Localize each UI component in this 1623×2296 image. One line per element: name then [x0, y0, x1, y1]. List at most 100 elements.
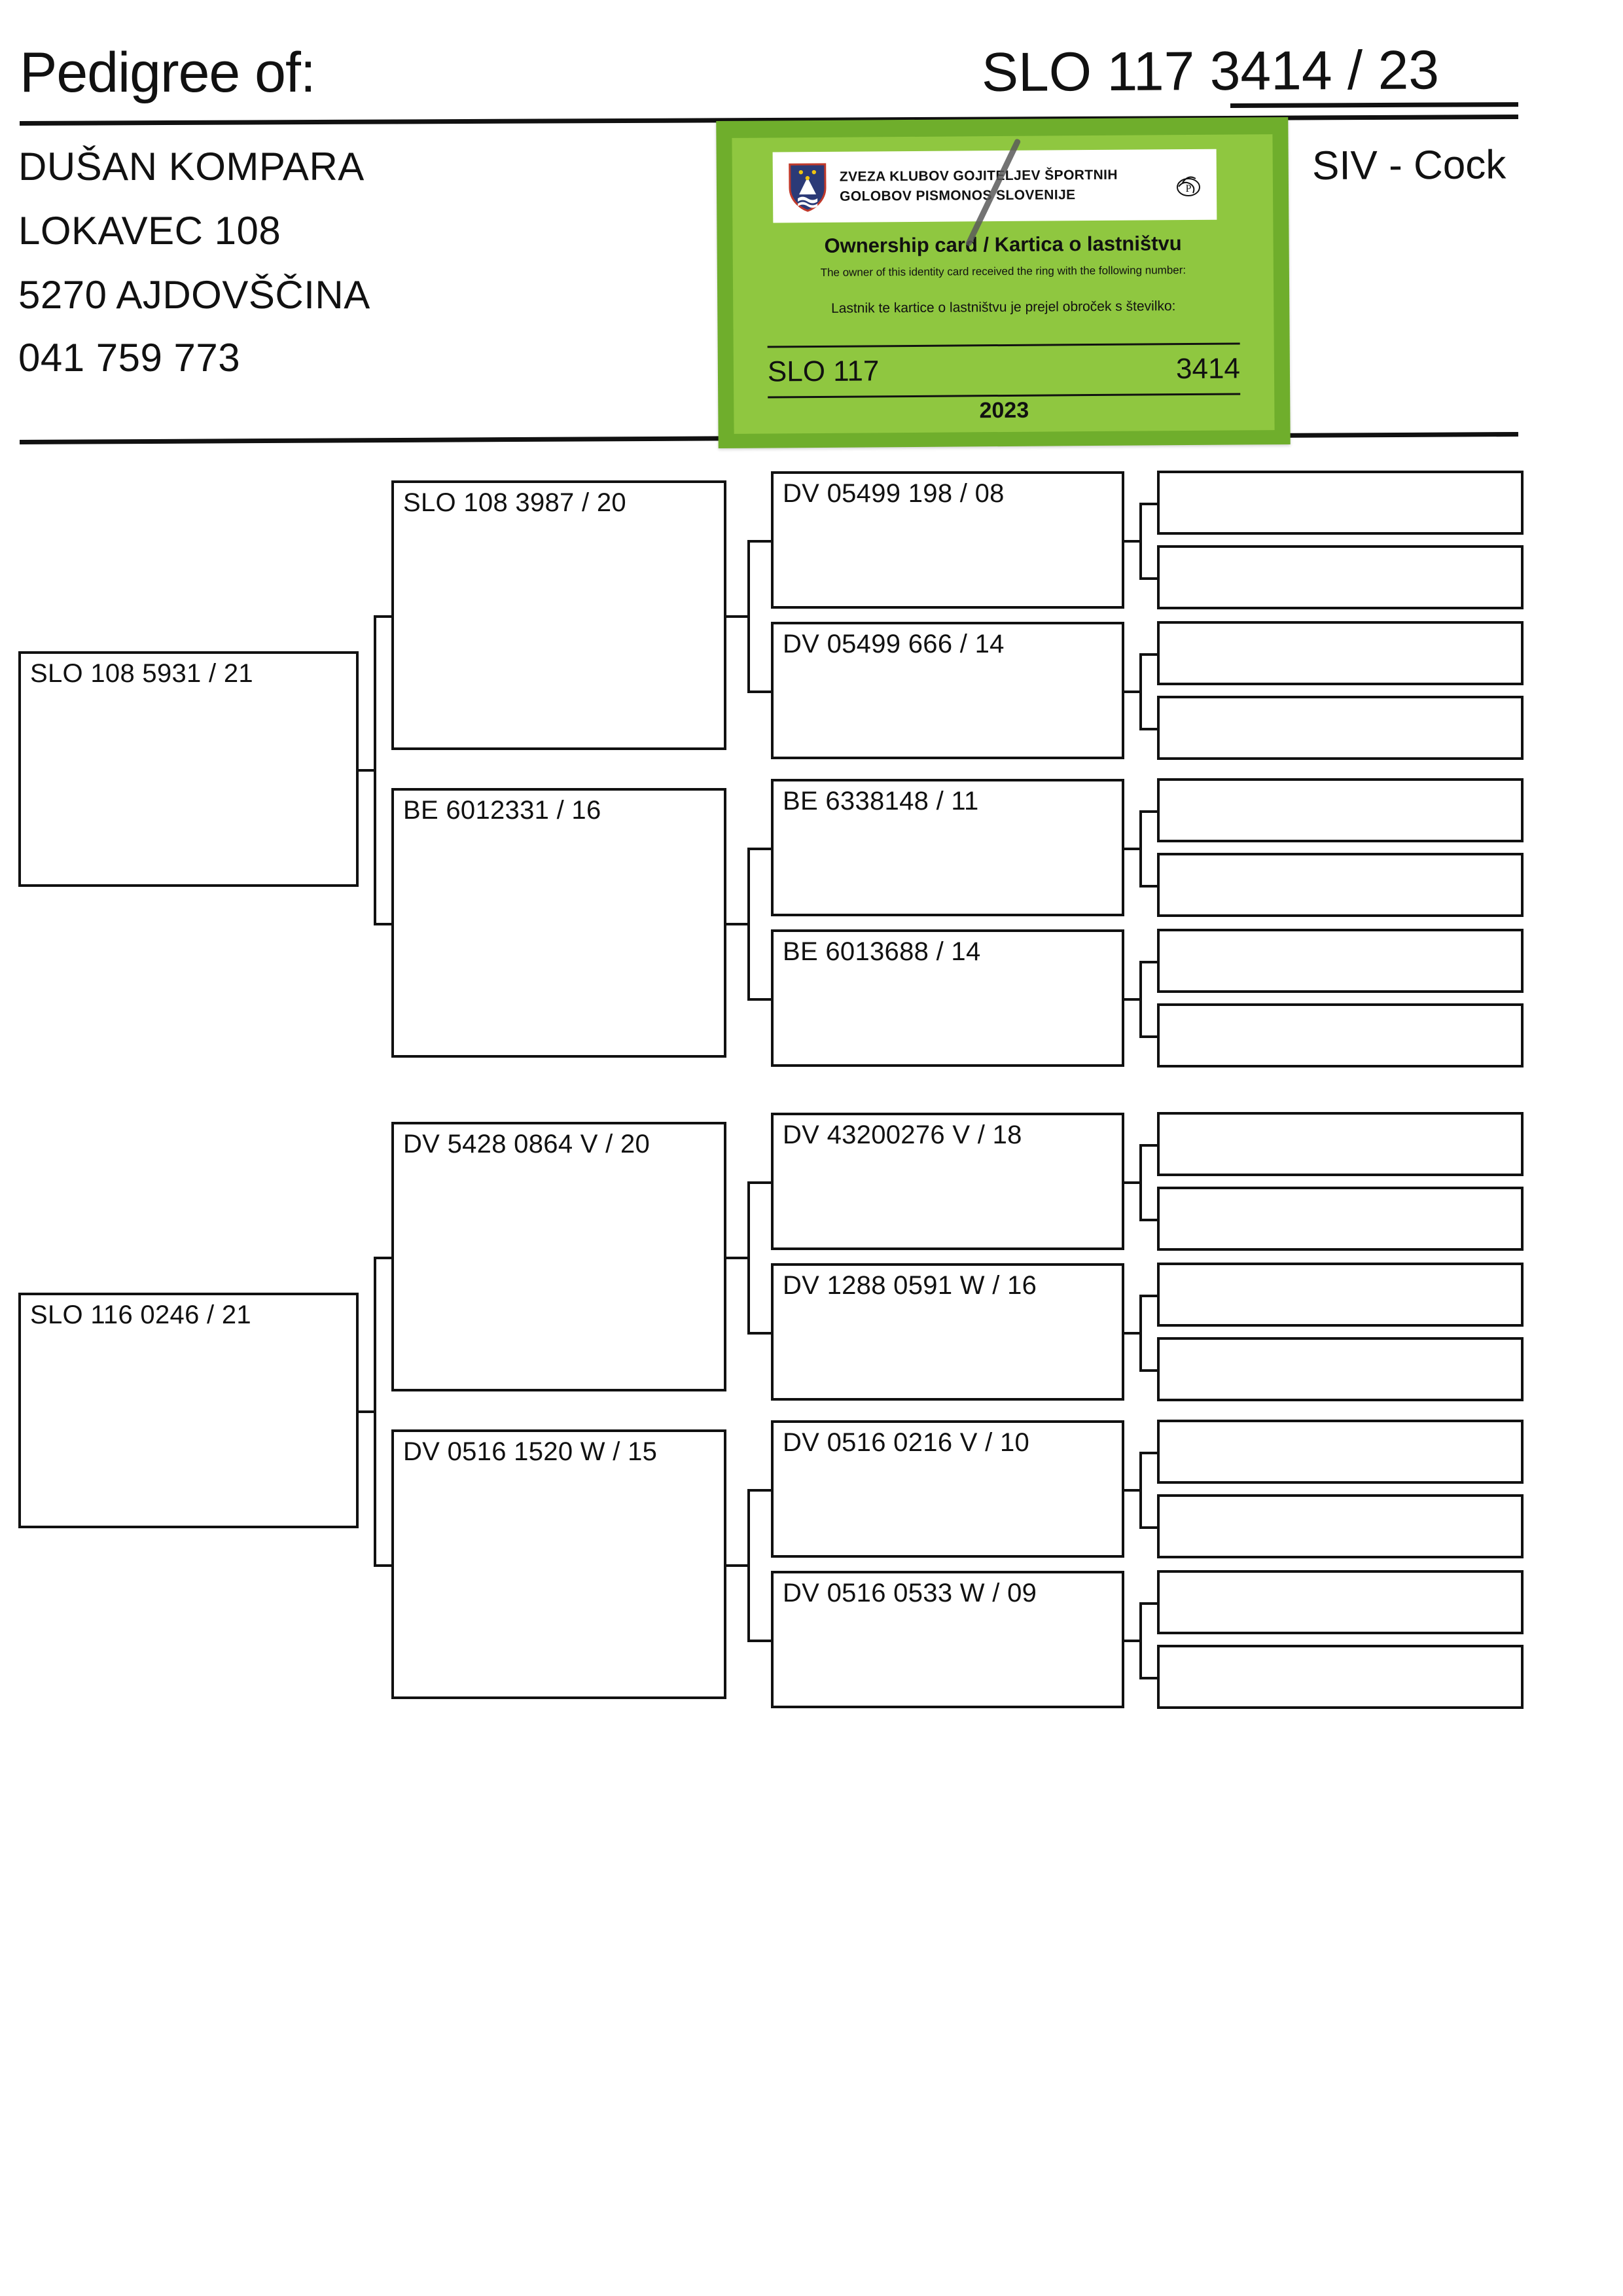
ownership-card-ring-fields: SLO 117 3414 — [767, 342, 1241, 399]
ownership-card-year: 2023 — [979, 397, 1029, 423]
federation-name-line2: GOLOBOV PISMONOS SLOVENIJE — [839, 187, 1076, 204]
connector-arm — [1139, 653, 1157, 656]
connector-stem — [1124, 998, 1142, 1001]
pedigree-node-g4-7[interactable] — [1157, 929, 1524, 993]
connector-arm — [1139, 1526, 1157, 1529]
connector-arm — [374, 615, 391, 618]
connector-arm — [1139, 503, 1157, 505]
pedigree-node-g4-16[interactable] — [1157, 1645, 1524, 1709]
connector-arm — [1139, 1677, 1157, 1679]
connector-arm — [1139, 885, 1157, 888]
pedigree-node-g4-8[interactable] — [1157, 1003, 1524, 1067]
connector-arm — [747, 1489, 771, 1492]
pedigree-node-g4-1[interactable] — [1157, 471, 1524, 535]
pedigree-node-g4-5[interactable] — [1157, 778, 1524, 842]
pedigree-node-g2-3[interactable]: DV 5428 0864 V / 20 — [391, 1122, 726, 1391]
pedigree-node-label: BE 6338148 / 11 — [783, 787, 979, 816]
pedigree-node-g4-12[interactable] — [1157, 1337, 1524, 1401]
connector-stem — [1124, 1332, 1142, 1335]
pedigree-node-label: DV 0516 0216 V / 10 — [783, 1428, 1030, 1457]
connector-arm — [1139, 577, 1157, 580]
slovenia-coat-of-arms-icon — [789, 163, 827, 212]
pedigree-node-g4-15[interactable] — [1157, 1570, 1524, 1634]
pedigree-node-g3-8[interactable]: DV 0516 0533 W / 09 — [771, 1571, 1124, 1708]
connector-stem — [1124, 1181, 1142, 1184]
pedigree-node-g3-4[interactable]: BE 6013688 / 14 — [771, 929, 1124, 1067]
pedigree-node-dam[interactable]: SLO 116 0246 / 21 — [18, 1293, 359, 1528]
pedigree-node-g4-2[interactable] — [1157, 545, 1524, 609]
sex-and-color-label: SIV - Cock — [1311, 142, 1507, 188]
pedigree-node-label: BE 6012331 / 16 — [403, 796, 601, 825]
pedigree-node-label: DV 0516 0533 W / 09 — [783, 1579, 1037, 1607]
ownership-card-sticker: ZVEZA KLUBOV GOJITELJEV ŠPORTNIH GOLOBOV… — [716, 117, 1291, 449]
connector-arm — [1139, 1369, 1157, 1372]
pedigree-tree: SLO 108 5931 / 21 SLO 116 0246 / 21 SLO 10… — [0, 458, 1623, 2094]
pigeon-emblem-icon: P — [1176, 176, 1200, 197]
connector-stem — [1124, 848, 1142, 850]
pedigree-node-label: SLO 108 5931 / 21 — [30, 659, 253, 688]
connector-arm — [1139, 1602, 1157, 1605]
ownership-card-inner-panel: ZVEZA KLUBOV GOJITELJEV ŠPORTNIH GOLOBOV… — [732, 134, 1275, 434]
pedigree-node-g2-2[interactable]: BE 6012331 / 16 — [391, 788, 726, 1058]
connector-stem — [1124, 1640, 1142, 1642]
connector-arm — [374, 1257, 391, 1259]
svg-text:P: P — [1185, 183, 1191, 194]
ownership-card-serial: 3414 — [1175, 352, 1241, 386]
pedigree-node-g2-1[interactable]: SLO 108 3987 / 20 — [391, 480, 726, 750]
connector-stem — [359, 769, 376, 772]
connector-stem — [726, 1257, 750, 1259]
pedigree-node-g3-5[interactable]: DV 43200276 V / 18 — [771, 1113, 1124, 1250]
connector-arm — [1139, 1295, 1157, 1297]
pedigree-node-g3-7[interactable]: DV 0516 0216 V / 10 — [771, 1420, 1124, 1558]
pedigree-node-label: DV 5428 0864 V / 20 — [403, 1130, 651, 1158]
federation-logo-bar: ZVEZA KLUBOV GOJITELJEV ŠPORTNIH GOLOBOV… — [772, 149, 1217, 223]
connector-arm — [1139, 1219, 1157, 1221]
connector-arm — [747, 1181, 771, 1184]
connector-stem — [726, 923, 750, 925]
connector-arm — [1139, 1144, 1157, 1147]
pedigree-node-label: SLO 116 0246 / 21 — [30, 1300, 251, 1329]
connector-arm — [747, 998, 771, 1001]
connector-arm — [747, 1332, 771, 1335]
connector-arm — [374, 923, 391, 925]
pedigree-node-g2-4[interactable]: DV 0516 1520 W / 15 — [391, 1429, 726, 1699]
page-title: Pedigree of: — [20, 41, 316, 104]
connector-arm — [747, 540, 771, 543]
document-header: Pedigree of: SLO 117 3414 / 23 SIV - Coc… — [0, 0, 1623, 458]
connector-stem — [1124, 540, 1142, 543]
pedigree-node-g4-10[interactable] — [1157, 1187, 1524, 1251]
pedigree-node-label: DV 05499 666 / 14 — [783, 630, 1005, 658]
pedigree-node-g3-1[interactable]: DV 05499 198 / 08 — [771, 471, 1124, 609]
pedigree-node-label: DV 05499 198 / 08 — [783, 479, 1005, 508]
connector-stem — [359, 1410, 376, 1413]
connector-stem — [726, 1564, 750, 1567]
pedigree-node-g3-2[interactable]: DV 05499 666 / 14 — [771, 622, 1124, 759]
connector-arm — [1139, 728, 1157, 730]
pedigree-node-label: SLO 108 3987 / 20 — [403, 488, 626, 517]
ownership-card-subtitle-en: The owner of this identity card received… — [820, 264, 1186, 279]
connector-arm — [747, 848, 771, 850]
connector-arm — [1139, 810, 1157, 813]
pedigree-node-label: DV 1288 0591 W / 16 — [783, 1271, 1037, 1300]
pedigree-node-g3-6[interactable]: DV 1288 0591 W / 16 — [771, 1263, 1124, 1401]
pedigree-node-sire[interactable]: SLO 108 5931 / 21 — [18, 651, 359, 887]
pedigree-node-label: DV 0516 1520 W / 15 — [403, 1437, 658, 1466]
ring-number: SLO 117 3414 / 23 — [981, 39, 1440, 103]
pedigree-node-label: BE 6013688 / 14 — [783, 937, 981, 966]
connector-arm — [1139, 1035, 1157, 1038]
connector-arm — [374, 1564, 391, 1567]
pedigree-node-g4-3[interactable] — [1157, 621, 1524, 685]
pedigree-node-g4-9[interactable] — [1157, 1112, 1524, 1176]
ownership-card-heading: Ownership card / Kartica o lastništvu — [824, 232, 1182, 257]
pedigree-node-g3-3[interactable]: BE 6338148 / 11 — [771, 779, 1124, 916]
connector-stem — [1124, 1489, 1142, 1492]
pedigree-node-g4-14[interactable] — [1157, 1494, 1524, 1558]
pedigree-node-g4-11[interactable] — [1157, 1263, 1524, 1327]
pedigree-node-g4-13[interactable] — [1157, 1420, 1524, 1484]
ownership-card-subtitle-sl: Lastnik te kartice o lastništvu je preje… — [830, 298, 1176, 316]
pedigree-node-g4-6[interactable] — [1157, 853, 1524, 917]
connector-stem — [1124, 691, 1142, 693]
owner-name: DUŠAN KOMPARA — [18, 145, 365, 188]
connector-arm — [1139, 961, 1157, 963]
pedigree-node-g4-4[interactable] — [1157, 696, 1524, 760]
